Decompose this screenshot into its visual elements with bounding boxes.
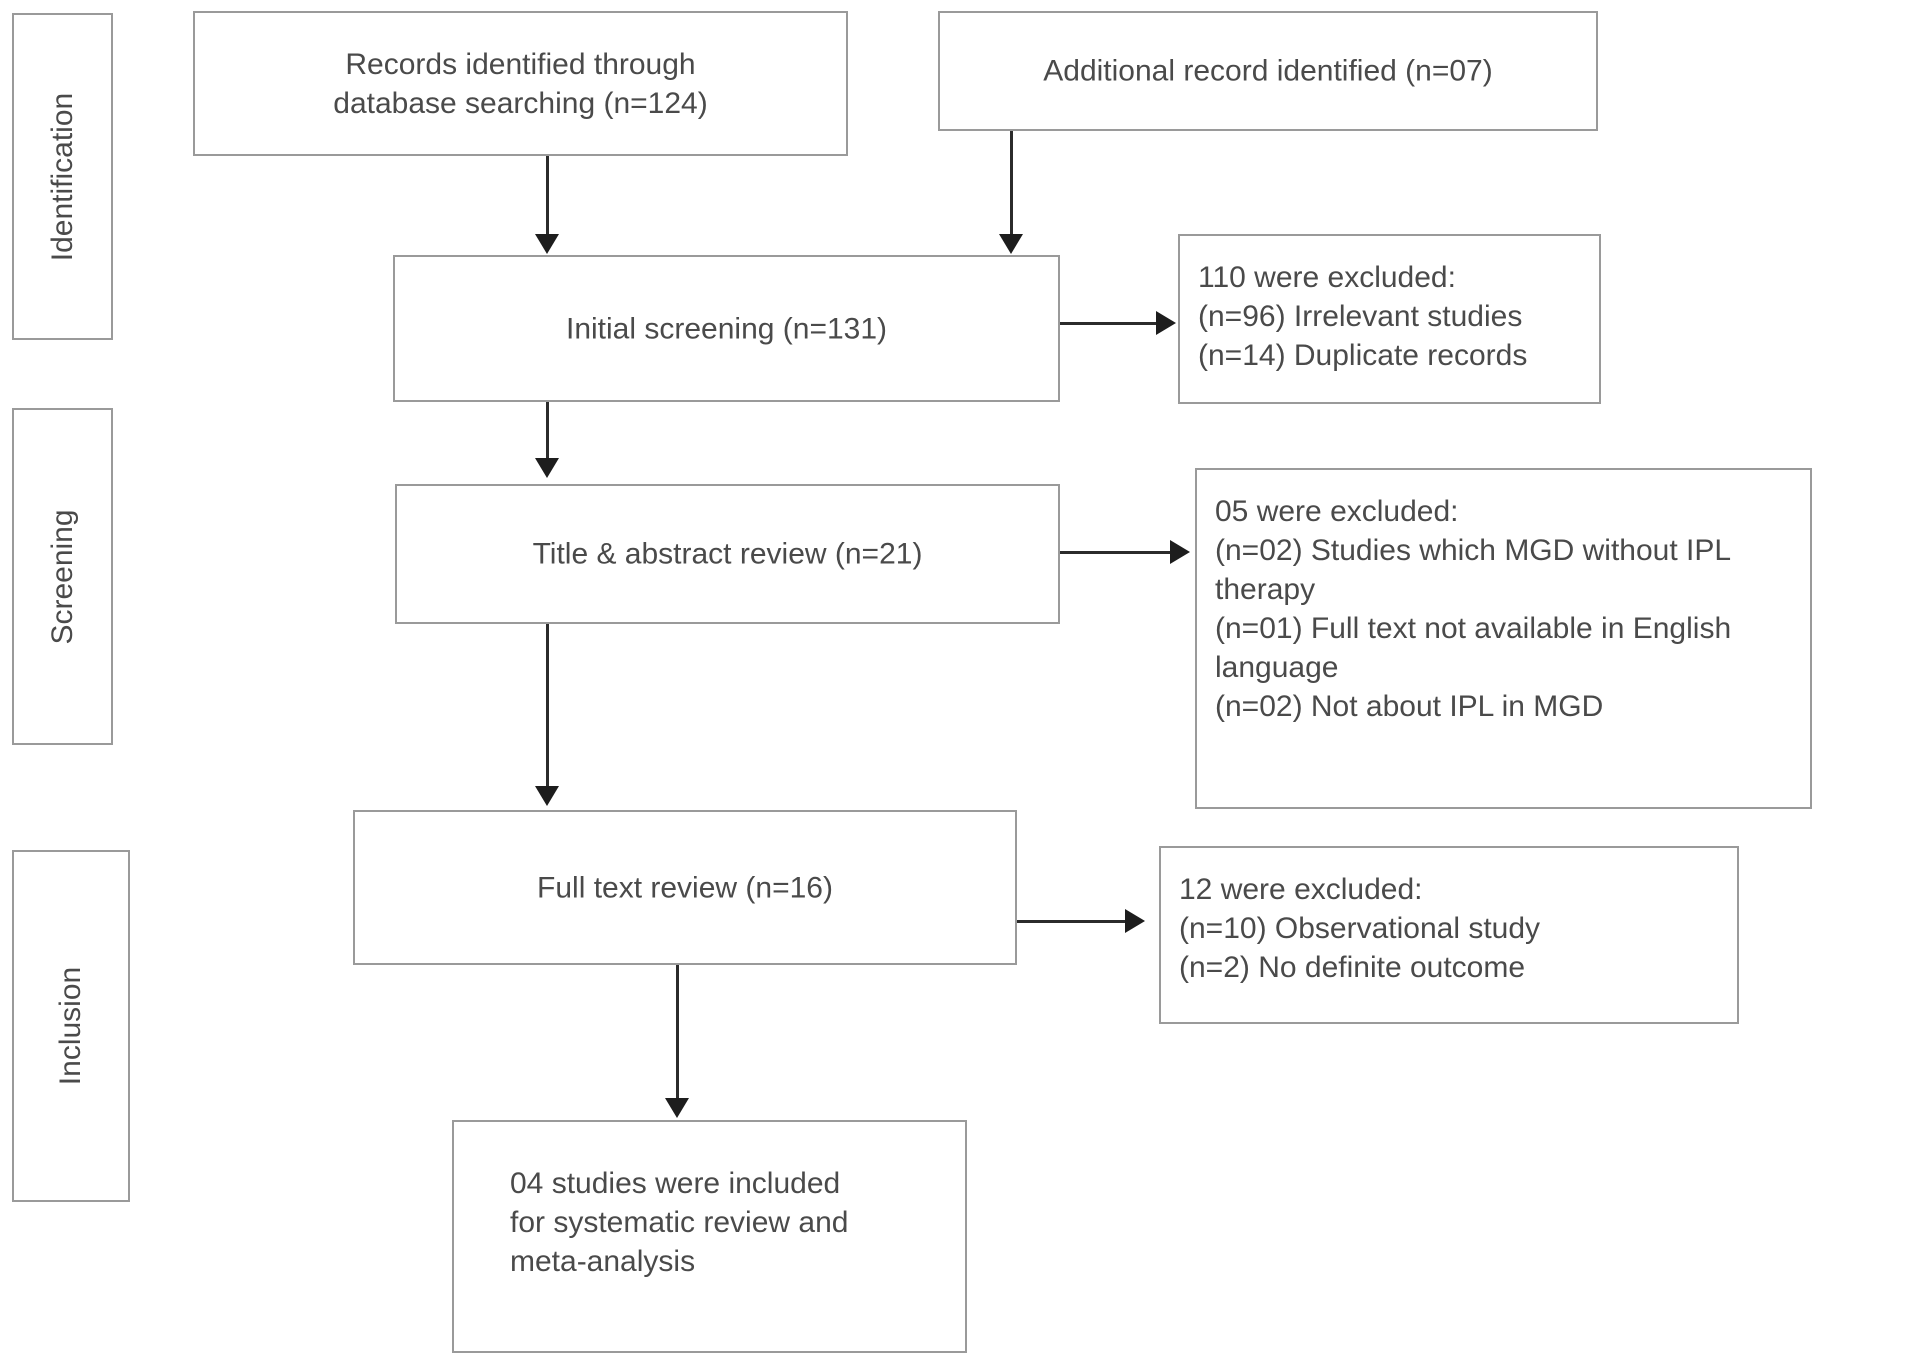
connector-title-to-fulltext xyxy=(546,624,549,788)
arrowhead-initial-to-exclusion xyxy=(1156,311,1176,335)
node-studies-included-label: 04 studies were included for systematic … xyxy=(510,1167,849,1278)
stage-box-inclusion: Inclusion xyxy=(12,850,130,1202)
connector-fulltext-to-included xyxy=(676,965,679,1100)
connector-fulltext-to-exclusion xyxy=(1017,920,1127,923)
node-full-text-review: Full text review (n=16) xyxy=(353,810,1017,965)
node-title-abstract-review: Title & abstract review (n=21) xyxy=(395,484,1060,624)
connector-initial-to-title xyxy=(546,402,549,460)
exclusion-box-title-abstract-label: 05 were excluded: (n=02) Studies which M… xyxy=(1215,495,1732,723)
node-full-text-review-label: Full text review (n=16) xyxy=(537,871,833,904)
node-records-identified-label: Records identified through database sear… xyxy=(333,47,708,120)
arrowhead-fulltext-to-included xyxy=(665,1098,689,1118)
connector-records-to-initial xyxy=(546,156,549,236)
node-title-abstract-review-label: Title & abstract review (n=21) xyxy=(532,537,923,571)
arrowhead-initial-to-title xyxy=(535,458,559,478)
stage-label-screening: Screening xyxy=(45,508,79,645)
node-initial-screening: Initial screening (n=131) xyxy=(393,255,1060,402)
node-studies-included: 04 studies were included for systematic … xyxy=(452,1120,967,1353)
arrowhead-additional-to-initial xyxy=(999,234,1023,254)
connector-additional-to-initial xyxy=(1010,131,1013,236)
node-additional-record-label: Additional record identified (n=07) xyxy=(1043,54,1493,88)
connector-title-to-exclusion xyxy=(1060,551,1172,554)
arrowhead-title-to-exclusion xyxy=(1170,540,1190,564)
stage-box-screening: Screening xyxy=(12,408,113,745)
node-records-identified: Records identified through database sear… xyxy=(193,11,848,156)
node-additional-record: Additional record identified (n=07) xyxy=(938,11,1598,131)
stage-label-identification: Identification xyxy=(45,92,79,261)
arrowhead-title-to-fulltext xyxy=(535,786,559,806)
stage-label-inclusion: Inclusion xyxy=(54,966,87,1086)
connector-initial-to-exclusion xyxy=(1060,322,1158,325)
node-initial-screening-label: Initial screening (n=131) xyxy=(565,312,888,345)
exclusion-box-screening: 110 were excluded: (n=96) Irrelevant stu… xyxy=(1178,234,1601,404)
arrowhead-records-to-initial xyxy=(535,234,559,254)
exclusion-box-full-text-label: 12 were excluded: (n=10) Observational s… xyxy=(1179,873,1541,984)
stage-box-identification: Identification xyxy=(12,13,113,340)
exclusion-box-full-text: 12 were excluded: (n=10) Observational s… xyxy=(1159,846,1739,1024)
exclusion-box-title-abstract: 05 were excluded: (n=02) Studies which M… xyxy=(1195,468,1812,809)
exclusion-box-screening-label: 110 were excluded: (n=96) Irrelevant stu… xyxy=(1198,261,1528,372)
arrowhead-fulltext-to-exclusion xyxy=(1125,909,1145,933)
